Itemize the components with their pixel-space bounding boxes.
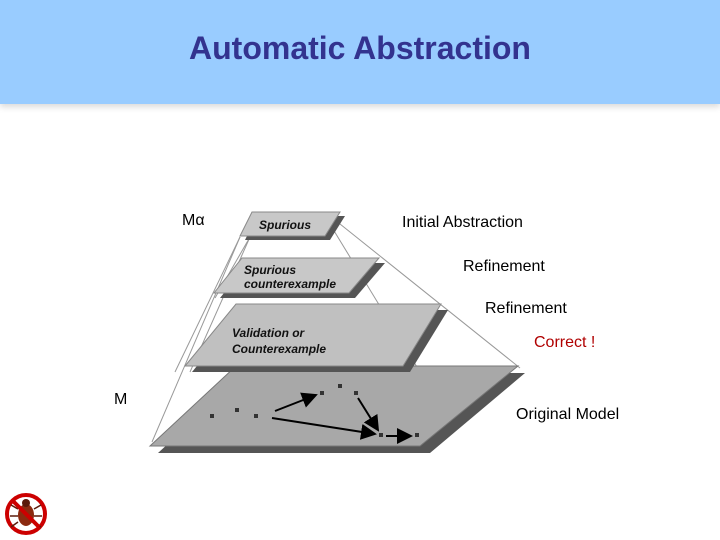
label-initial-abstraction: Initial Abstraction: [402, 214, 523, 231]
bug-prohibited-icon: [5, 493, 47, 535]
state-dot: [338, 384, 342, 388]
transition-arrow: [274, 392, 318, 412]
label-m-alpha: Mα: [182, 212, 205, 229]
transition-arrow: [357, 397, 380, 432]
slide-header: [0, 0, 720, 104]
state-dot: [415, 433, 419, 437]
layer-validation: [183, 303, 448, 372]
layer-third-label-line1: Validation or: [232, 326, 305, 340]
model-transitions: [271, 392, 413, 444]
layer-spurious-counterexample: [212, 257, 385, 298]
layer-second-label-line2: counterexample: [244, 277, 337, 291]
label-refinement-2: Refinement: [485, 300, 567, 317]
slide-title: Automatic Abstraction: [189, 30, 531, 66]
layer-second-label-line1: Spurious: [244, 263, 297, 277]
state-dot: [235, 408, 239, 412]
label-correct: Correct !: [534, 334, 596, 351]
model-states: [210, 384, 419, 437]
label-m: M: [114, 391, 128, 408]
layer-spurious: [239, 211, 345, 240]
state-dot: [320, 391, 324, 395]
label-original-model: Original Model: [516, 406, 620, 423]
layer-original-model: [148, 365, 525, 453]
state-dot: [379, 433, 383, 437]
layer-top-label: Spurious: [259, 218, 312, 232]
state-dot: [354, 391, 358, 395]
label-refinement-1: Refinement: [463, 258, 545, 275]
state-dot: [210, 414, 214, 418]
state-dot: [254, 414, 258, 418]
transition-arrow: [271, 417, 377, 440]
layer-third-label-line2: Counterexample: [232, 342, 327, 356]
